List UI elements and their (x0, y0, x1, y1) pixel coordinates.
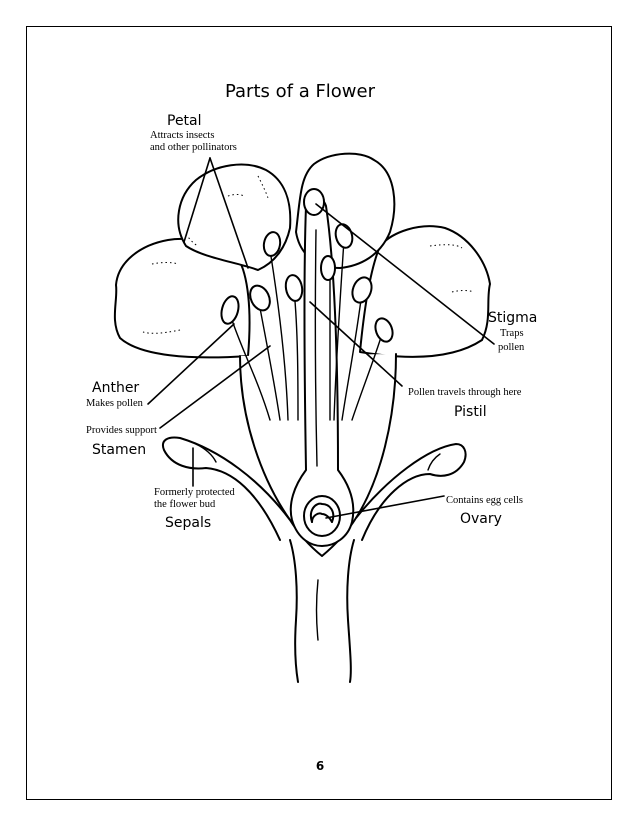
stamen-desc: Provides support (86, 425, 157, 436)
ovule (310, 502, 335, 523)
sepals-desc-2: the flower bud (154, 499, 216, 510)
petal-desc-1: Attracts insects (150, 130, 214, 141)
sepals-desc-1: Formerly protected (154, 487, 236, 498)
sepals-label: Sepals (165, 515, 211, 531)
left-petal (113, 238, 251, 359)
pistil-desc: Pollen travels through here (408, 387, 522, 398)
stigma-desc-2: pollen (498, 342, 525, 353)
page-number: 6 (316, 759, 324, 773)
ovary-label: Ovary (460, 511, 502, 527)
stamen-filaments (231, 239, 383, 421)
anthers (220, 223, 394, 343)
left-sepal (162, 436, 291, 541)
stigma-label: Stigma (488, 310, 537, 326)
right-petal (359, 225, 491, 358)
back-left-petal (177, 163, 292, 271)
ovary-desc: Contains egg cells (446, 495, 523, 506)
pistil-style (289, 196, 355, 547)
anther-label: Anther (92, 380, 139, 396)
right-sepal (355, 443, 467, 541)
pistil-label: Pistil (454, 404, 487, 420)
stigma (303, 188, 325, 216)
stamen-label: Stamen (92, 442, 146, 458)
stem (289, 539, 299, 683)
diagram-title: Parts of a Flower (225, 81, 376, 102)
leader-lines (147, 157, 495, 519)
petal-label: Petal (167, 113, 202, 129)
petal-desc-2: and other pollinators (150, 142, 237, 153)
page-border (26, 26, 612, 800)
stigma-desc-1: Traps (500, 328, 524, 339)
anther-desc: Makes pollen (86, 398, 144, 409)
